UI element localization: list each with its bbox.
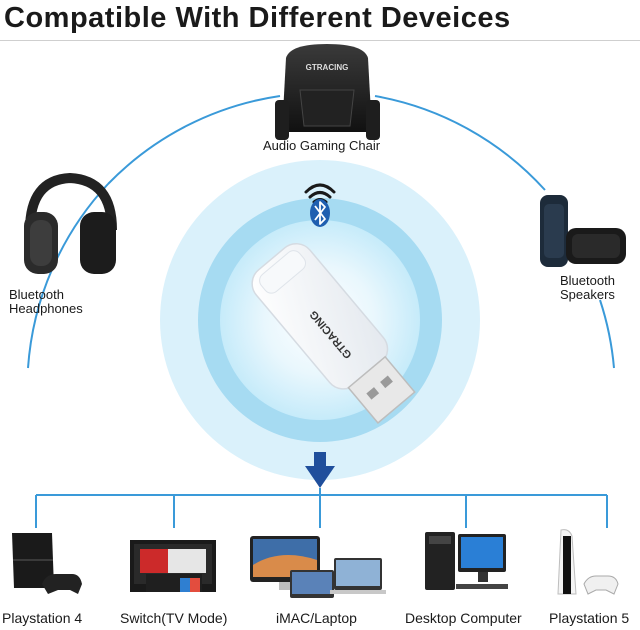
label-speakers-line1: Bluetooth — [560, 273, 615, 288]
label-playstation-4: Playstation 4 — [2, 610, 83, 626]
nintendo-switch-icon — [130, 540, 216, 592]
bluetooth-speaker-icon — [540, 195, 626, 267]
connection-arc — [107, 95, 281, 185]
chair-brand-text: GTRACING — [306, 63, 349, 72]
label-headphones-line1: Bluetooth — [9, 287, 64, 302]
label-audio-gaming-chair: Audio Gaming Chair — [263, 138, 381, 153]
playstation-4-icon — [12, 533, 82, 594]
title-divider — [0, 40, 640, 41]
desktop-computer-icon — [425, 532, 508, 590]
label-switch: Switch(TV Mode) — [120, 610, 228, 626]
connection-arc — [27, 183, 109, 369]
connector-tree — [35, 488, 608, 528]
label-headphones-line2: Headphones — [9, 301, 83, 316]
usb-dongle: GTRACING — [251, 242, 416, 424]
down-arrow-icon — [305, 452, 335, 488]
label-imac-laptop: iMAC/Laptop — [276, 610, 357, 626]
headphones-icon — [24, 172, 117, 274]
connection-arc — [599, 299, 615, 369]
label-playstation-5: Playstation 5 — [549, 610, 630, 626]
bluetooth-icon — [310, 199, 330, 227]
imac-laptop-icon — [250, 536, 386, 598]
connection-arc — [374, 95, 546, 191]
playstation-5-icon — [557, 529, 619, 595]
page-title: Compatible With Different Deveices — [4, 2, 511, 34]
gaming-chair-icon: GTRACING — [275, 44, 380, 140]
label-speakers-line2: Speakers — [560, 287, 615, 302]
label-desktop-computer: Desktop Computer — [405, 610, 522, 626]
